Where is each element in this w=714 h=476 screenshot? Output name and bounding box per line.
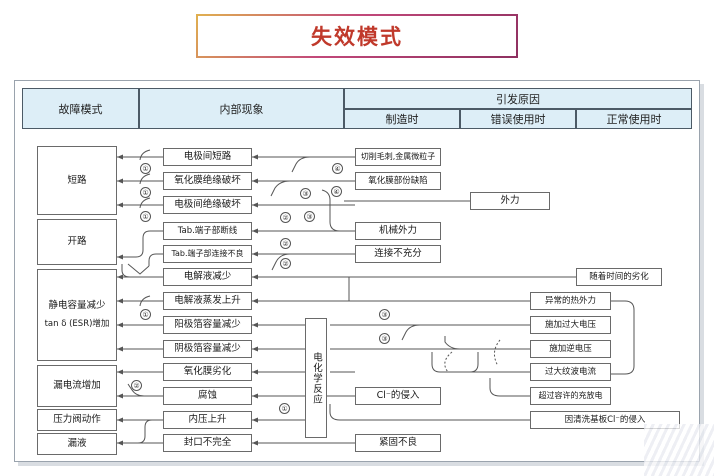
capacitance-label-line2: tan δ (ESR)增加 — [44, 319, 110, 330]
phenomenon-corrosion[interactable]: 腐蚀 — [163, 387, 252, 405]
header-cell-cause-manufacturing: 制造时 — [344, 109, 460, 129]
cause-time-degradation[interactable]: 随着时间的劣化 — [576, 268, 662, 286]
cause-excessive-ripple-current[interactable]: 过大纹波电流 — [530, 363, 611, 381]
circled-number-marker: ② — [280, 258, 291, 269]
page-title: 失效模式 — [311, 25, 403, 49]
header-cell-cause-group: 引发原因 — [344, 88, 692, 109]
phenomenon-cathode-foil-capacitance[interactable]: 阴极箔容量减少 — [163, 340, 252, 358]
cause-external-force[interactable]: 外力 — [470, 192, 550, 210]
cause-loose-fastening[interactable]: 紧固不良 — [355, 434, 441, 452]
header-cell-cause-normal: 正常使用时 — [576, 109, 692, 129]
phenomenon-oxide-insulation-break[interactable]: 氧化膜绝缘破坏 — [163, 172, 252, 190]
phenomenon-electrode-short[interactable]: 电极间短路 — [163, 148, 252, 166]
phenomenon-incomplete-seal[interactable]: 封口不完全 — [163, 434, 252, 452]
circled-number-marker: ① — [140, 187, 151, 198]
circled-number-marker: ① — [279, 403, 290, 414]
phenomenon-internal-pressure-rise[interactable]: 内压上升 — [163, 411, 252, 429]
cause-reverse-voltage[interactable]: 施加逆电压 — [530, 340, 611, 358]
cause-oxide-film-partial-defect[interactable]: 氧化膜部份缺陷 — [355, 172, 441, 190]
electrochemical-reaction-box[interactable]: 电化学反应 — [305, 318, 327, 438]
phenomenon-anode-foil-capacitance[interactable]: 阳极箔容量减少 — [163, 316, 252, 334]
circled-number-marker: ③ — [379, 309, 390, 320]
header-cell-internal-phenomenon: 内部现象 — [139, 88, 344, 129]
circled-number-marker: ② — [131, 380, 142, 391]
circled-number-marker: ② — [280, 212, 291, 223]
capacitance-label-line1: 静电容量减少 — [48, 300, 106, 312]
failure-mode-pressure-valve[interactable]: 压力阀动作 — [37, 409, 117, 431]
page-title-box: 失效模式 — [196, 14, 518, 58]
failure-mode-leakage-current[interactable]: 漏电流增加 — [37, 365, 117, 407]
cause-abnormal-thermal-force[interactable]: 异常的热外力 — [530, 292, 611, 310]
failure-mode-open-circuit[interactable]: 开路 — [37, 219, 117, 265]
header-cell-failure-mode: 故障模式 — [22, 88, 139, 129]
phenomenon-tab-wire-break[interactable]: Tab.端子部断线 — [163, 222, 252, 240]
phenomenon-electrode-insulation-break[interactable]: 电极间绝缘破坏 — [163, 196, 252, 214]
circled-number-marker: ③ — [304, 211, 315, 222]
cause-excessive-charge-discharge[interactable]: 超过容许的充放电 — [530, 387, 611, 405]
phenomenon-oxide-degradation[interactable]: 氧化膜劣化 — [163, 363, 252, 381]
cause-pcb-cleaning-chloride[interactable]: 因清洗基板Cl⁻的侵入 — [530, 411, 680, 429]
circled-number-marker: ④ — [332, 163, 343, 174]
phenomenon-electrolyte-evaporation[interactable]: 电解液蒸发上升 — [163, 292, 252, 310]
corner-decoration — [644, 424, 714, 476]
cause-mechanical-force[interactable]: 机械外力 — [355, 222, 441, 240]
failure-mode-capacitance-decrease[interactable]: 静电容量减少 tan δ (ESR)增加 — [37, 269, 117, 361]
cause-cutting-burr-metal-particles[interactable]: 切削毛刺,金属微粒子 — [355, 148, 441, 166]
circled-number-marker: ① — [140, 211, 151, 222]
header-cell-cause-misuse: 错误使用时 — [460, 109, 576, 129]
phenomenon-electrolyte-decrease[interactable]: 电解液减少 — [163, 268, 252, 286]
circled-number-marker: ① — [140, 163, 151, 174]
circled-number-marker: ③ — [300, 188, 311, 199]
failure-mode-short-circuit[interactable]: 短路 — [37, 146, 117, 215]
circled-number-marker: ④ — [331, 186, 342, 197]
phenomenon-tab-bad-connection[interactable]: Tab.端子部连接不良 — [163, 245, 252, 263]
cause-chloride-ingress[interactable]: Cl⁻的侵入 — [355, 387, 441, 405]
circled-number-marker: ③ — [379, 333, 390, 344]
cause-insufficient-connection[interactable]: 连接不充分 — [355, 245, 441, 263]
cause-overvoltage[interactable]: 施加过大电压 — [530, 316, 611, 334]
circled-number-marker: ② — [280, 238, 291, 249]
failure-mode-liquid-leak[interactable]: 漏液 — [37, 433, 117, 455]
circled-number-marker: ① — [140, 309, 151, 320]
